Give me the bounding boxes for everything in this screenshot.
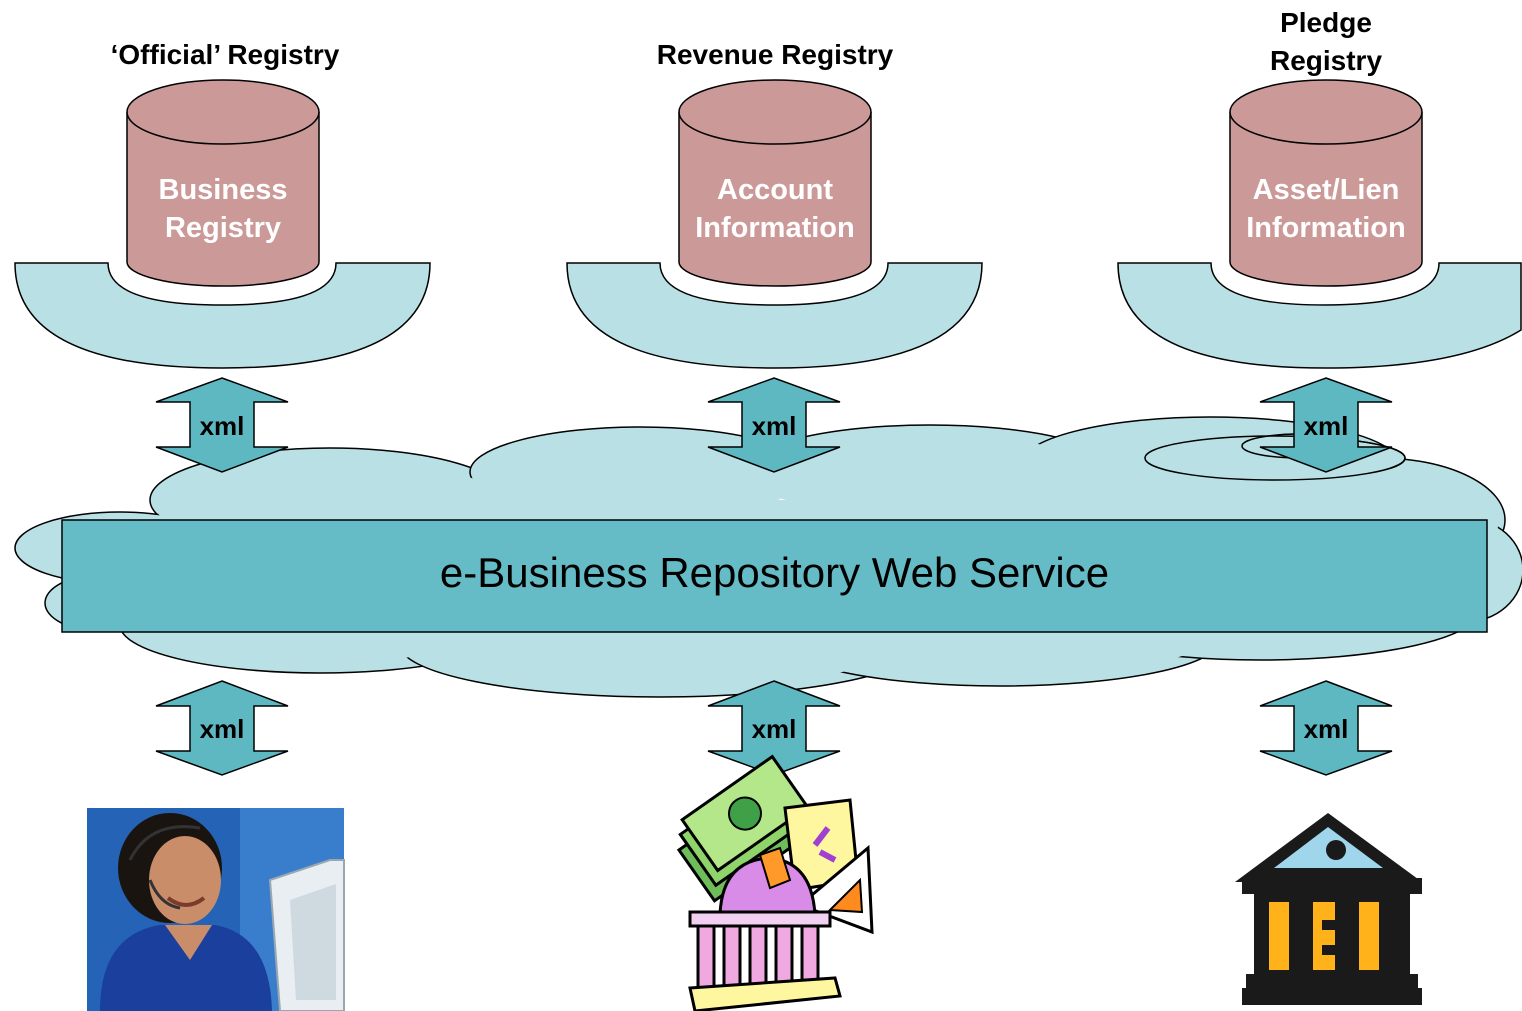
web-service-bar [61, 519, 1488, 633]
db-label-account-line2: Information [695, 212, 855, 244]
db-label-business-line1: Business [158, 174, 288, 206]
registry-revenue [566, 79, 983, 369]
db-label-account-line1: Account [717, 174, 833, 206]
xml-label-top-3: xml [1303, 411, 1349, 441]
registry-title-official: ‘Official’ Registry [110, 39, 340, 70]
database-cylinder-icon [678, 79, 872, 287]
double-arrow-icon [1259, 377, 1393, 473]
registry-pledge [1117, 79, 1522, 369]
revenue-money-building-icon [676, 754, 874, 1011]
double-arrow-icon [155, 680, 289, 776]
double-arrow-icon [1259, 680, 1393, 776]
double-arrow-icon [155, 377, 289, 473]
tray-revenue [566, 262, 983, 369]
db-label-business-line2: Registry [164, 212, 282, 244]
xml-label-bottom-2: xml [751, 714, 797, 744]
customer-service-agent-photo [87, 808, 345, 1011]
xml-label-bottom-3: xml [1303, 714, 1349, 744]
bank-building-icon [1235, 813, 1422, 1005]
database-cylinder-icon [126, 79, 320, 287]
tray-official [14, 262, 431, 369]
tray-pledge [1117, 262, 1522, 369]
xml-label-bottom-1: xml [199, 714, 245, 744]
db-label-asset-line2: Information [1246, 212, 1406, 244]
database-cylinder-icon [1229, 79, 1423, 287]
db-label-asset-line1: Asset/Lien [1252, 174, 1400, 206]
registry-title-pledge-line2: Registry [1269, 45, 1383, 76]
registry-official [14, 79, 431, 369]
web-service-label: e-Business Repository Web Service [439, 549, 1110, 596]
registry-title-pledge-line1: Pledge [1280, 7, 1372, 38]
registry-title-revenue: Revenue Registry [656, 39, 894, 70]
double-arrow-icon [707, 377, 841, 473]
xml-label-top-1: xml [199, 411, 245, 441]
xml-label-top-2: xml [751, 411, 797, 441]
